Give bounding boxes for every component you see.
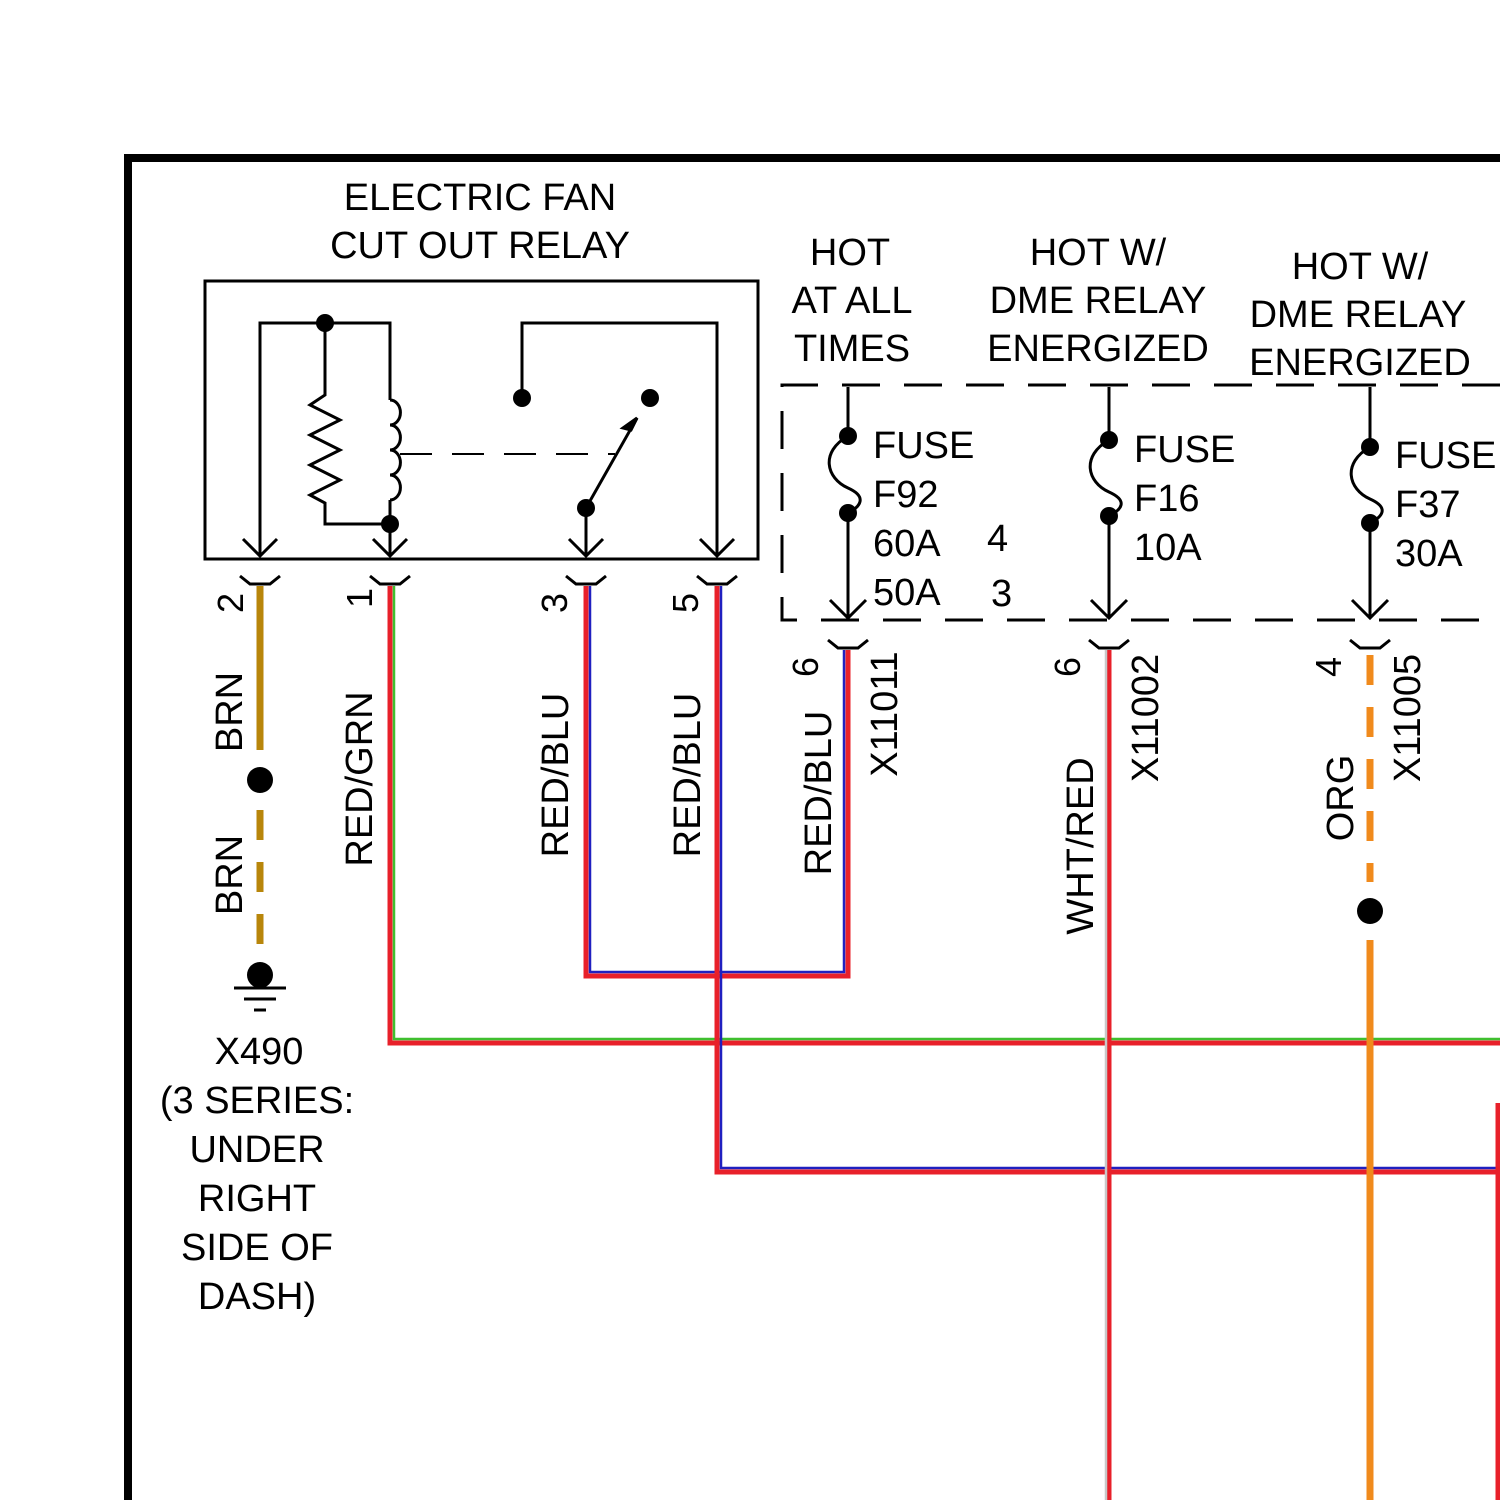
wire-label-brn-lower: BRN	[209, 835, 251, 915]
fuse-f92-note-a: 4	[987, 518, 1008, 560]
wire-label-wht-red: WHT/RED	[1060, 757, 1102, 934]
relay-box	[205, 281, 758, 559]
relay-title-line1: ELECTRIC FAN	[344, 177, 616, 219]
ground-id: X490	[215, 1031, 304, 1073]
wire-label-red-blu-3: RED/BLU	[535, 693, 577, 858]
svg-text:HOT W/: HOT W/	[1030, 232, 1167, 274]
svg-text:DME RELAY: DME RELAY	[990, 280, 1207, 322]
wire-label-red-blu-5: RED/BLU	[667, 693, 709, 858]
hot-at-all-times-label: HOT AT ALL TIMES	[791, 232, 912, 370]
svg-text:HOT W/: HOT W/	[1292, 246, 1429, 288]
svg-text:DME RELAY: DME RELAY	[1250, 294, 1467, 336]
svg-text:ENERGIZED: ENERGIZED	[1249, 342, 1471, 384]
svg-text:UNDER: UNDER	[189, 1129, 324, 1171]
relay-connector-sockets	[240, 576, 737, 584]
ground-location: (3 SERIES: UNDER RIGHT SIDE OF DASH)	[160, 1080, 354, 1318]
pin-number-relay-3: 3	[534, 593, 575, 613]
svg-text:SIDE OF: SIDE OF	[181, 1227, 333, 1269]
fuse-f92-note-b: 3	[991, 573, 1012, 615]
pin-number-x11002: 6	[1047, 657, 1088, 677]
fuse-f92-label: FUSE	[873, 425, 974, 467]
wire-label-red-blu-fuse: RED/BLU	[798, 711, 840, 876]
wire-label-org: ORG	[1320, 755, 1362, 842]
connector-x11005: X11005	[1387, 654, 1429, 782]
fuse-f37-id: F37	[1395, 484, 1460, 526]
pin-number-x11011: 6	[785, 657, 826, 677]
fuse-f16-id: F16	[1134, 478, 1199, 520]
fuse-f37-label: FUSE	[1395, 435, 1496, 477]
fuse-f92	[829, 387, 866, 618]
hot-with-dme-relay-label-1: HOT W/ DME RELAY ENERGIZED	[987, 232, 1209, 370]
fuse-f16-rating: 10A	[1134, 527, 1202, 569]
hot-with-dme-relay-label-2: HOT W/ DME RELAY ENERGIZED	[1249, 246, 1471, 384]
svg-text:HOT: HOT	[810, 232, 890, 274]
svg-text:RIGHT: RIGHT	[198, 1178, 316, 1220]
svg-text:ENERGIZED: ENERGIZED	[987, 328, 1209, 370]
fuse-f92-rating-a: 60A	[873, 523, 941, 565]
fuse-f16	[1090, 387, 1127, 618]
fuse-f37	[1351, 387, 1388, 618]
wire-label-red-grn: RED/GRN	[339, 691, 381, 866]
fuse-f37-rating: 30A	[1395, 533, 1463, 575]
fuse-f92-id: F92	[873, 474, 938, 516]
connector-x11002: X11002	[1125, 654, 1167, 782]
svg-text:(3 SERIES:: (3 SERIES:	[160, 1080, 354, 1122]
svg-text:TIMES: TIMES	[794, 328, 910, 370]
wire-label-brn-upper: BRN	[209, 672, 251, 752]
wire-wht-red	[1106, 650, 1109, 1500]
relay-title-line2: CUT OUT RELAY	[330, 225, 630, 267]
pin-number-relay-2: 2	[210, 593, 251, 613]
svg-text:AT ALL: AT ALL	[791, 280, 912, 322]
fuse-f16-label: FUSE	[1134, 429, 1235, 471]
connector-x11011: X11011	[864, 651, 906, 776]
fuse-connector-sockets	[828, 640, 1390, 648]
pin-number-relay-5: 5	[665, 593, 706, 613]
pin-number-relay-1: 1	[339, 588, 380, 608]
svg-text:DASH): DASH)	[198, 1276, 316, 1318]
pin-number-x11005: 4	[1308, 657, 1349, 677]
fuse-f92-rating-b: 50A	[873, 572, 941, 614]
ground-symbol	[234, 962, 286, 1010]
